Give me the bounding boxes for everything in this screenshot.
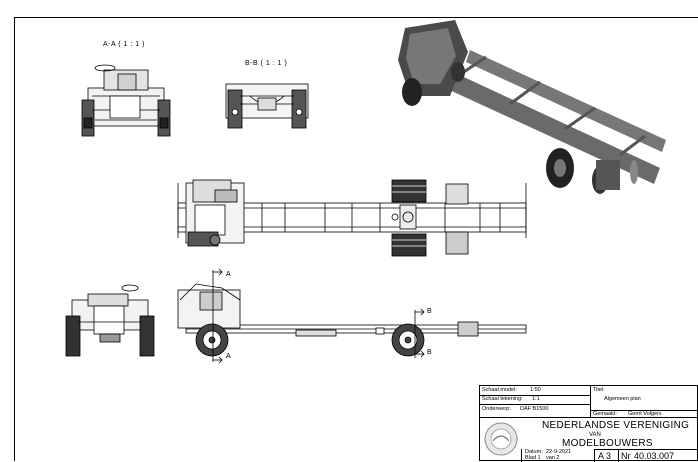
cut-mark-b-bottom: B [427, 349, 432, 356]
cut-mark-a-bottom: A [226, 353, 231, 360]
sheet-label: Blad 1 [525, 455, 541, 461]
section-b-view [225, 83, 309, 129]
association-seal-icon [484, 422, 518, 456]
section-b-title: B-B ( 1 : 1 ) [245, 60, 288, 67]
association-line-2: VAN [589, 432, 601, 438]
drawing-number: 40.03.007 [634, 451, 675, 461]
cut-mark-a-top: A [226, 271, 231, 278]
chassis-plan-view [177, 179, 527, 257]
title-value: Algemeen plan [604, 396, 641, 402]
date-value: 22-9-2021 [546, 449, 572, 455]
number-label: Nr [621, 451, 631, 461]
subject-value: DAF B1500 [520, 406, 549, 412]
cut-mark-b-top: B [427, 308, 432, 315]
association-line-1: NEDERLANDSE VERENIGING [542, 420, 690, 431]
title-block: Schaal model: 1:50 Schaal tekening: 1:1 … [479, 385, 698, 462]
scale-drawing-label: Schaal tekening: [482, 396, 523, 402]
association-line-3: MODELBOUWERS [562, 438, 653, 449]
paper-format: A 3 [598, 451, 612, 461]
made-by-value: Gerrit Volgers [628, 411, 662, 417]
section-a-view [81, 64, 171, 137]
sheet-of: van 2 [546, 455, 560, 461]
chassis-3d-render [398, 20, 666, 194]
scale-model-value: 1:50 [530, 387, 541, 393]
rear-view [65, 284, 155, 357]
made-by-label: Gemaakt: [593, 411, 617, 417]
date-label: Datum: [525, 449, 543, 455]
subject-label: Onderwerp: [482, 406, 511, 412]
title-label: Titel: [593, 387, 605, 393]
section-a-title: A-A ( 1 : 1 ) [103, 41, 145, 48]
chassis-side-view [177, 283, 527, 357]
cut-line-a [212, 268, 223, 364]
cut-line-b [414, 308, 425, 358]
scale-model-label: Schaal model: [482, 387, 517, 393]
scale-drawing-value: 1:1 [532, 396, 540, 402]
sheet-border [14, 17, 698, 461]
